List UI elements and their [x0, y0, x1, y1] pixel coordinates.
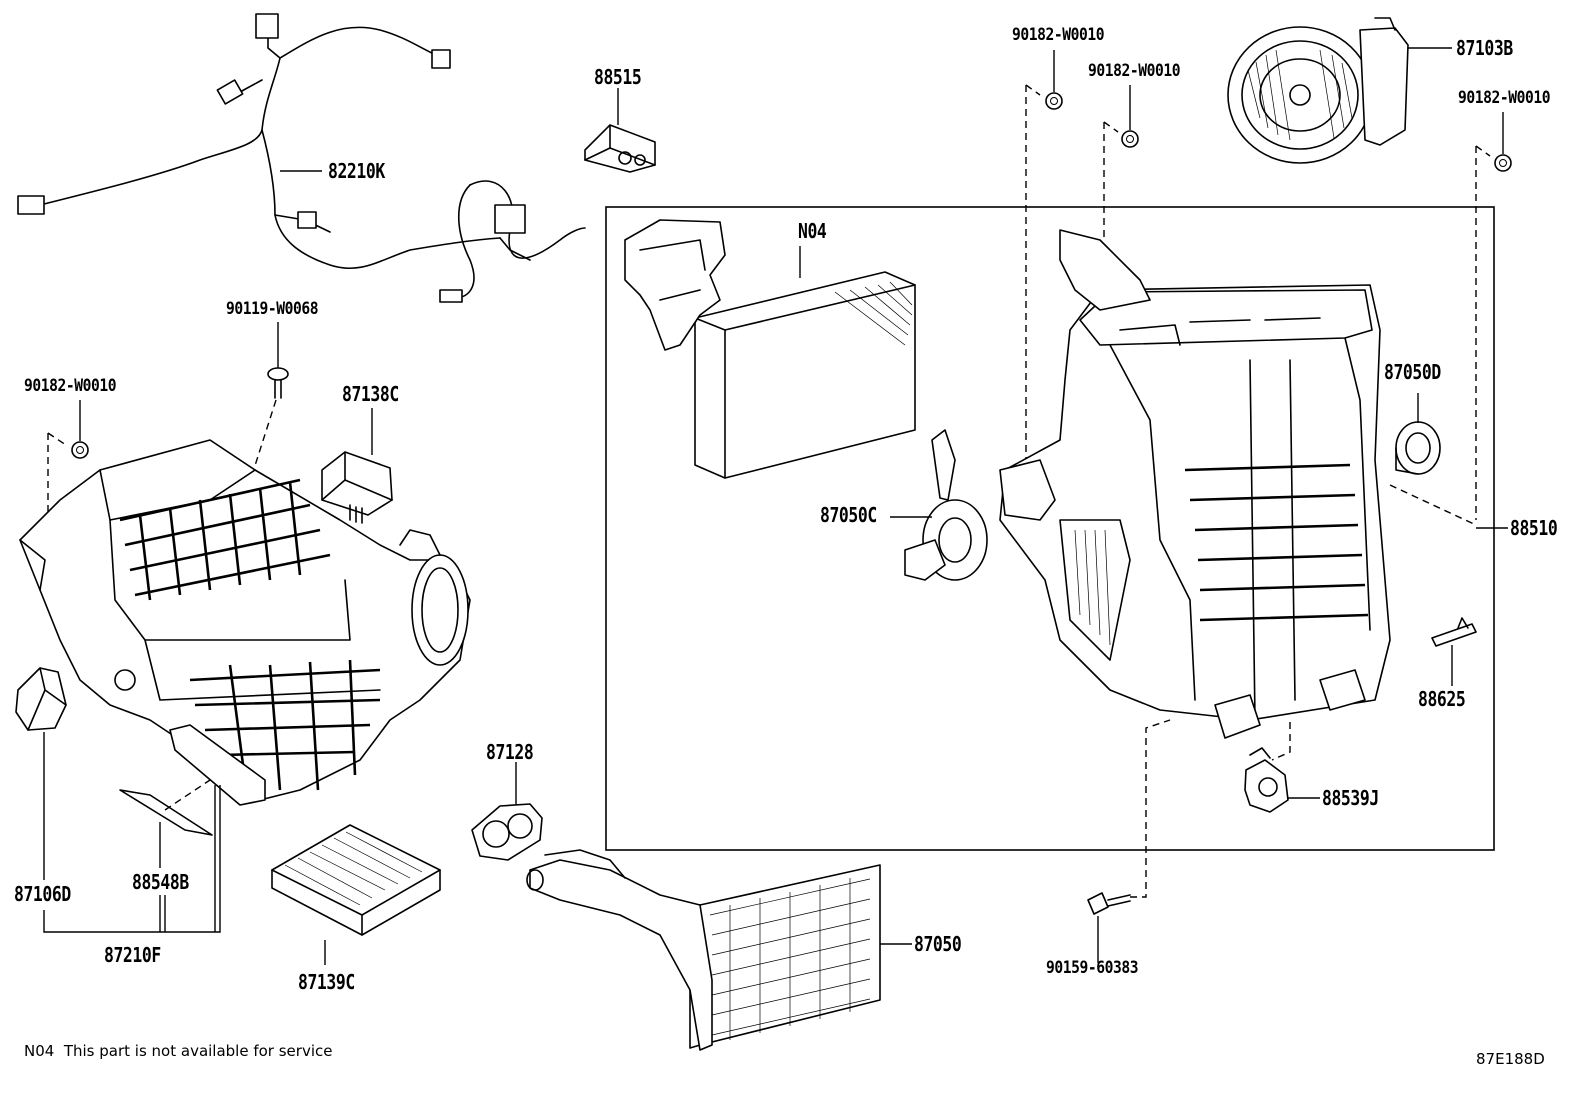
- nut-icon: [1025, 50, 1063, 505]
- label-90182-top2: 90182-W0010: [1088, 61, 1181, 81]
- bracket-87210F: [43, 785, 221, 933]
- harness-connector-icon: [216, 79, 244, 105]
- label-88515: 88515: [594, 65, 642, 89]
- label-87050C: 87050C: [820, 503, 877, 527]
- label-87210F: 87210F: [104, 943, 161, 967]
- label-87138C: 87138C: [342, 382, 399, 406]
- screw-icon: [1087, 719, 1171, 963]
- label-90182-right: 90182-W0010: [1458, 88, 1551, 108]
- label-87050D: 87050D: [1384, 360, 1441, 384]
- label-88625: 88625: [1418, 687, 1466, 711]
- label-87139C: 87139C: [298, 970, 355, 994]
- nut-icon: [1475, 112, 1512, 520]
- servo-motor-87050D: [1389, 393, 1477, 526]
- diagram-id: 87E188D: [1476, 1050, 1545, 1068]
- blower-motor: [1227, 17, 1452, 164]
- label-90182-top1: 90182-W0010: [1012, 25, 1105, 45]
- hose-clip: [1244, 722, 1320, 813]
- servo-motor-left: [15, 667, 67, 880]
- footnote: N04 This part is not available for servi…: [24, 1042, 333, 1060]
- label-87106D: 87106D: [14, 882, 71, 906]
- hvac-main-unit: [999, 229, 1391, 739]
- grommet: [471, 762, 543, 861]
- label-87103B: 87103B: [1456, 36, 1513, 60]
- nut-icon: [47, 400, 89, 560]
- screw-icon: [251, 322, 289, 476]
- label-87050: 87050: [914, 932, 962, 956]
- clip-pin: [1431, 617, 1477, 686]
- label-90182-left: 90182-W0010: [24, 376, 117, 396]
- blower-resistor: [321, 408, 393, 524]
- label-87128: 87128: [486, 740, 534, 764]
- label-82210K: 82210K: [328, 159, 385, 183]
- wire-harness: [39, 21, 586, 299]
- heater-core: [526, 849, 912, 1051]
- harness-connector-icon: [17, 195, 45, 215]
- servo-motor-87050C: [890, 429, 988, 581]
- evaporator: [624, 219, 916, 479]
- harness-connector-icon: [255, 13, 279, 39]
- nut-icon: [1103, 85, 1139, 240]
- label-90159-60383: 90159-60383: [1046, 958, 1139, 978]
- expansion-valve: [584, 88, 656, 173]
- label-88539J: 88539J: [1322, 786, 1379, 810]
- label-88510: 88510: [1510, 516, 1558, 540]
- cabin-filter: [271, 824, 441, 965]
- harness-connector-icon: [439, 289, 463, 303]
- label-N04: N04: [798, 219, 827, 243]
- harness-connector-icon: [494, 204, 526, 234]
- harness-connector-icon: [297, 211, 317, 229]
- label-90119-W0068: 90119-W0068: [226, 299, 319, 319]
- harness-connector-icon: [431, 49, 451, 69]
- hvac-case-left: [19, 439, 471, 806]
- filter-piece: [119, 779, 213, 868]
- label-88548B: 88548B: [132, 870, 189, 894]
